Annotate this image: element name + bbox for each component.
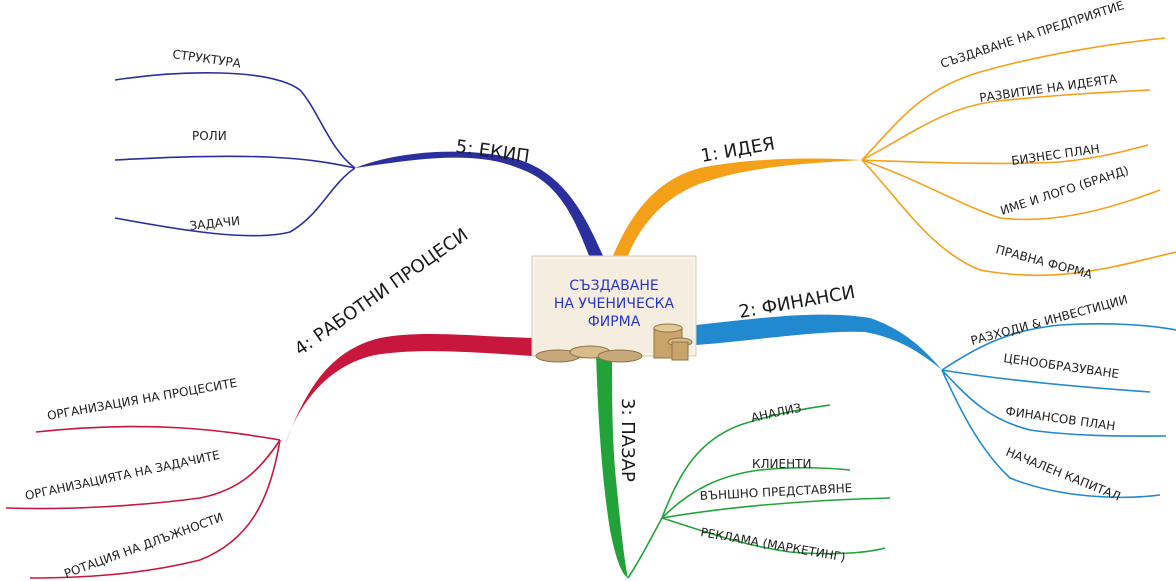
branch-team-child-1: СТРУКТУРА xyxy=(172,47,243,71)
branch-idea-trunk xyxy=(612,158,862,258)
branch-team-trunk xyxy=(355,151,604,258)
branch-market-sub-line-4 xyxy=(661,517,886,555)
branch-team-sub-line-2 xyxy=(114,155,356,169)
branch-idea-child-3: БИЗНЕС ПЛАН xyxy=(1010,142,1100,168)
branch-finance-sub-line-3 xyxy=(941,369,1167,437)
branch-market: 3: ПАЗАР АНАЛИЗ КЛИЕНТИ ВЪНШНО ПРЕДСТАВЯ… xyxy=(596,352,891,579)
coin-icon xyxy=(597,349,643,363)
branch-idea-sub-line-1 xyxy=(861,37,1166,161)
branch-idea-child-4: ИМЕ И ЛОГО (БРАНД) xyxy=(999,163,1131,218)
branch-processes-child-2: ОРГАНИЗАЦИЯТА НА ЗАДАЧИТЕ xyxy=(24,448,221,503)
branch-team-child-2: РОЛИ xyxy=(192,129,227,143)
branch-finance-child-2: ЦЕНООБРАЗУВАНЕ xyxy=(1003,351,1120,381)
branch-market-trunk xyxy=(596,352,628,578)
branch-team-child-3: ЗАДАЧИ xyxy=(189,214,241,233)
branch-market-sub-line-2 xyxy=(661,466,851,519)
center-title-line-1: СЪЗДАВАНЕ xyxy=(569,278,658,294)
center-node: СЪЗДАВАНЕ НА УЧЕНИЧЕСКА ФИРМА xyxy=(531,255,697,363)
branch-team-label: 5: ЕКИП xyxy=(454,136,531,167)
coin-stack-icon xyxy=(671,341,689,361)
branch-finance-child-4: НАЧАЛЕН КАПИТАЛ xyxy=(1004,445,1123,504)
branch-idea: 1: ИДЕЯ СЪЗДАВАНЕ НА ПРЕДПРИЯТИЕ РАЗВИТИ… xyxy=(612,0,1176,282)
center-title-line-2: НА УЧЕНИЧЕСКА xyxy=(554,296,675,312)
branch-finance-sub-line-1 xyxy=(941,323,1176,371)
branch-finance-sub-line-2 xyxy=(941,369,1151,393)
branch-idea-sub-line-3 xyxy=(861,144,1149,165)
branch-processes-trunk xyxy=(285,333,532,445)
branch-processes-sub-line-1 xyxy=(35,425,281,441)
branch-finance-child-1: РАЗХОДИ & ИНВЕСТИЦИИ xyxy=(969,292,1129,347)
branch-market-child-2: КЛИЕНТИ xyxy=(752,457,811,471)
branch-team-sub-line-3 xyxy=(114,167,356,237)
branch-team-sub-line-1 xyxy=(114,72,356,169)
branch-team: 5: ЕКИП СТРУКТУРА РОЛИ ЗАДАЧИ xyxy=(114,47,604,258)
branch-finance-child-3: ФИНАНСОВ ПЛАН xyxy=(1005,404,1117,433)
coin-icon xyxy=(653,323,683,333)
branch-processes: 4: РАБОТНИ ПРОЦЕСИ ОРГАНИЗАЦИЯ НА ПРОЦЕС… xyxy=(5,224,532,581)
branch-processes-sub-line-2 xyxy=(5,439,281,510)
branch-idea-sub-line-4 xyxy=(861,159,1161,221)
center-title-line-3: ФИРМА xyxy=(588,314,641,330)
branch-finance-trunk xyxy=(696,314,942,370)
branch-idea-sub-line-2 xyxy=(861,89,1151,161)
coins-illustration xyxy=(535,323,693,363)
branch-idea-child-1: СЪЗДАВАНЕ НА ПРЕДПРИЯТИЕ xyxy=(939,0,1126,71)
branch-market-child-4: РЕКЛАМА (МАРКЕТИНГ) xyxy=(699,525,846,564)
branch-market-label: 3: ПАЗАР xyxy=(617,398,638,482)
branch-processes-sub-line-3 xyxy=(29,439,281,579)
branch-processes-child-1: ОРГАНИЗАЦИЯ НА ПРОЦЕСИТЕ xyxy=(46,376,238,423)
branch-idea-sub-line-5 xyxy=(861,159,1176,277)
branch-finance-sub-line-4 xyxy=(941,369,1161,499)
branch-idea-child-2: РАЗВИТИЕ НА ИДЕЯТА xyxy=(978,72,1118,105)
branch-market-link-line xyxy=(627,517,663,579)
branch-market-sub-line-1 xyxy=(661,404,831,519)
branch-market-sub-line-3 xyxy=(661,497,891,519)
branch-market-child-1: АНАЛИЗ xyxy=(750,401,803,425)
